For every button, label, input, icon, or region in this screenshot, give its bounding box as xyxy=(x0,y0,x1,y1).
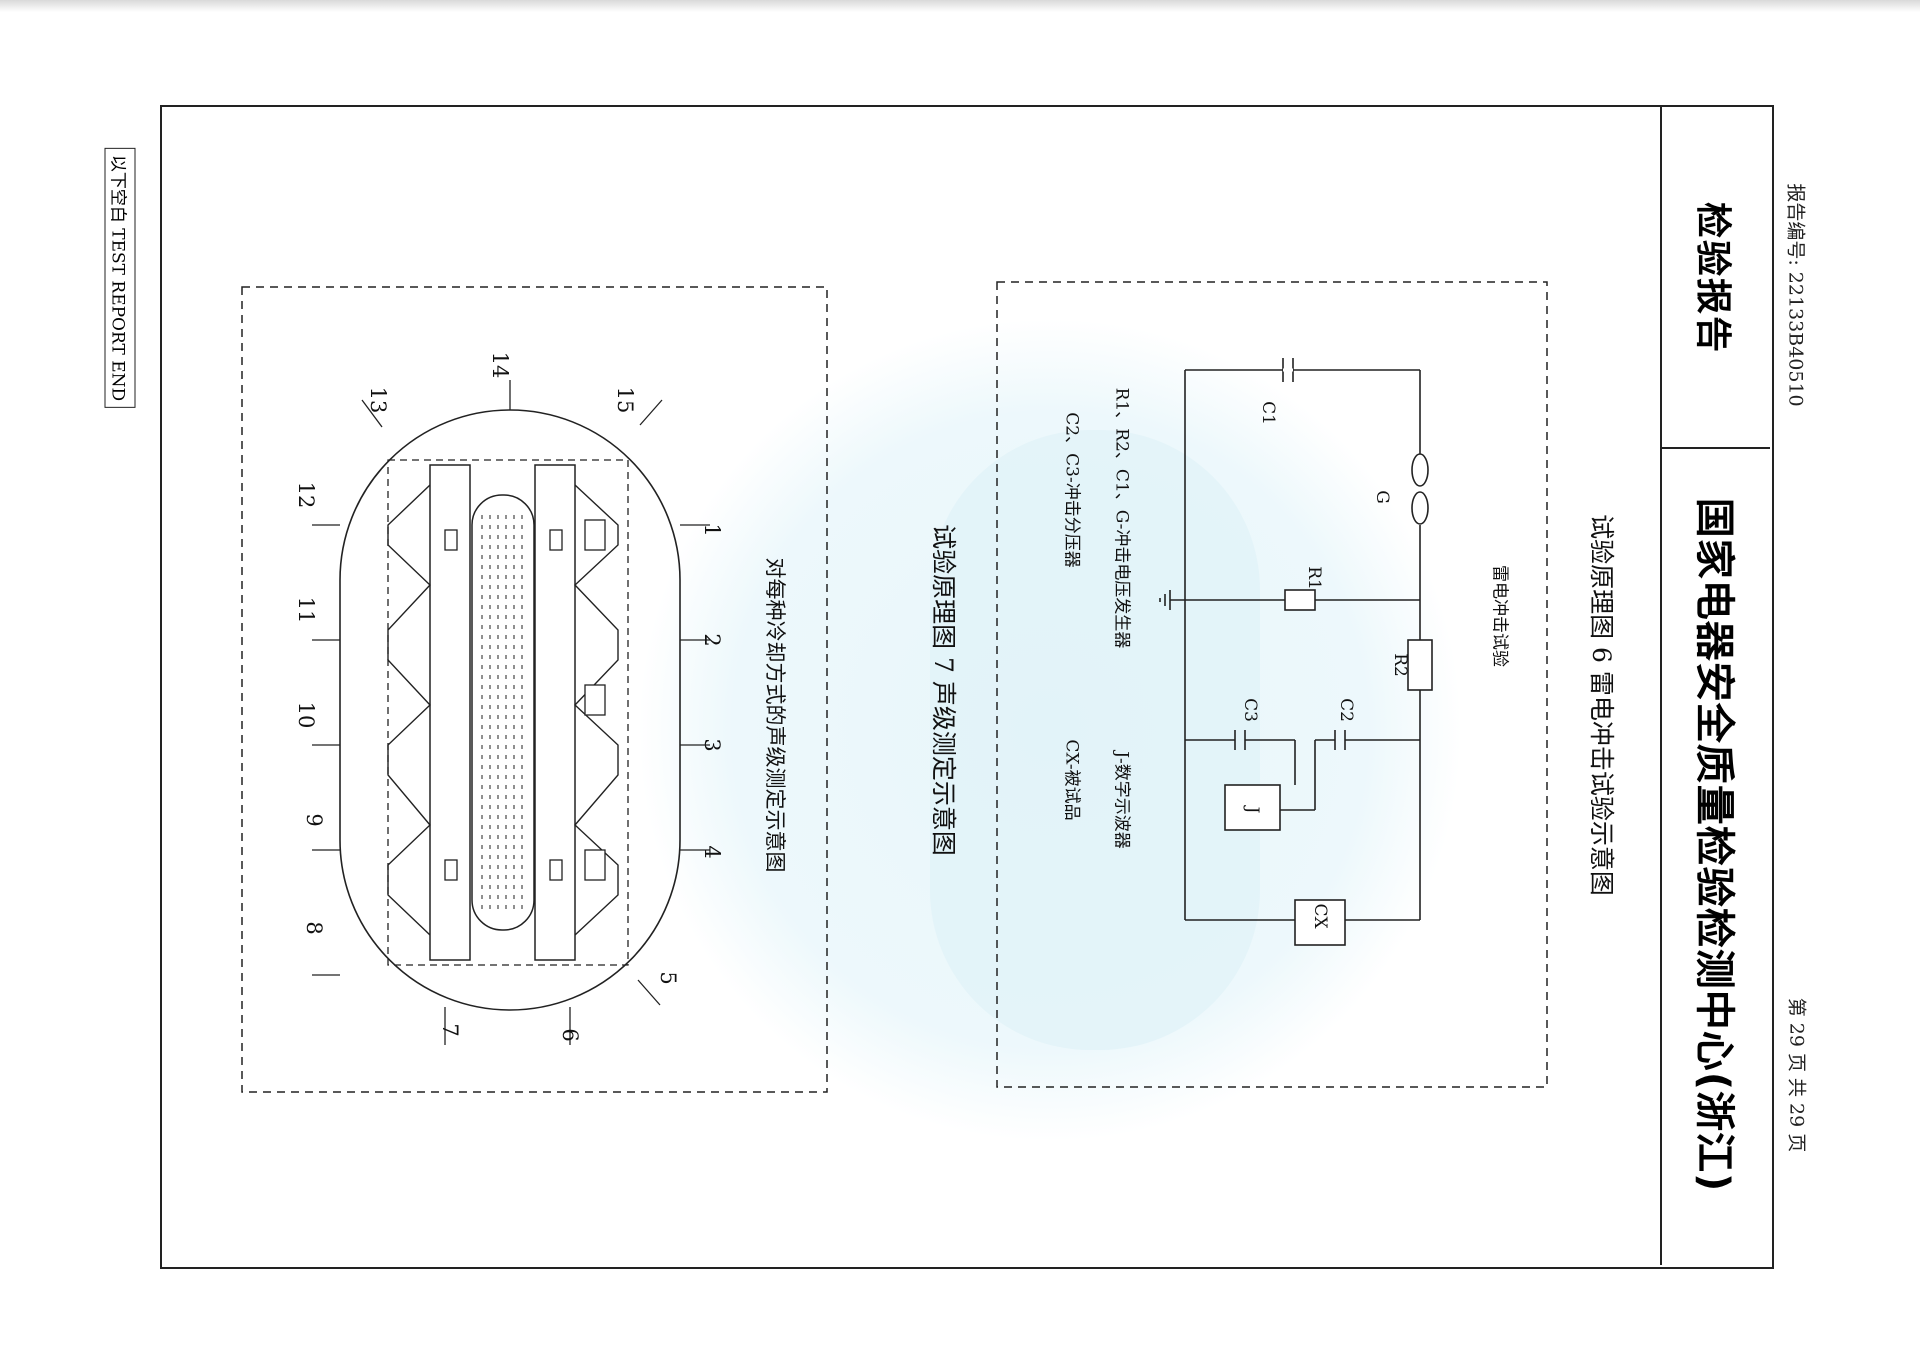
legend-divider: C2、C3-冲击分压器 xyxy=(1061,412,1082,568)
report-number: 报告编号: 22133B40510 xyxy=(1784,183,1807,407)
legend-generator: R1、R2、C1、G-冲击电压发生器 xyxy=(1111,387,1132,649)
point-6: 6 xyxy=(558,1028,582,1042)
point-1: 1 xyxy=(700,523,724,537)
figure6-diagram xyxy=(996,281,1548,1088)
label-c3: C3 xyxy=(1240,698,1260,722)
point-9: 9 xyxy=(302,813,326,827)
test-report-end-marker: 以下空白 TEST REPORT END xyxy=(104,147,136,409)
capacitor-c3 xyxy=(1234,730,1246,750)
figure7-caption: 对每种冷却方式的声级测定示意图 xyxy=(763,557,787,873)
page-frame xyxy=(160,105,1774,1269)
page-info: 第 29 页 共 29 页 xyxy=(1785,997,1808,1153)
point-7: 7 xyxy=(438,1023,462,1037)
figure6-subtitle: 雷电冲击试验 xyxy=(1489,565,1510,667)
scan-edge xyxy=(0,0,1920,12)
radiator-fans xyxy=(444,519,606,881)
capacitor-c1 xyxy=(1282,358,1294,382)
label-c2: C2 xyxy=(1336,698,1356,722)
point-5: 5 xyxy=(656,971,680,985)
label-r1: R1 xyxy=(1304,566,1324,590)
ground-symbol xyxy=(1159,590,1171,610)
winding-grid xyxy=(481,515,523,915)
report-title: 检验报告 xyxy=(1692,201,1733,355)
label-cx: CX xyxy=(1310,903,1330,929)
label-c1: C1 xyxy=(1258,401,1278,425)
point-10: 10 xyxy=(294,701,318,729)
circuit-lines xyxy=(1170,369,1421,921)
legend-oscilloscope: J-数字示波器 xyxy=(1111,751,1132,849)
resistor-r1 xyxy=(1284,589,1316,611)
figure6-title: 试验原理图 6 雷电冲击试验示意图 xyxy=(1587,514,1616,896)
measurement-ticks xyxy=(312,380,710,1045)
organization-name: 国家电器安全质量检验检测中心(浙江) xyxy=(1691,497,1737,1193)
figure7-title: 试验原理图 7 声级测定示意图 xyxy=(929,524,958,856)
point-4: 4 xyxy=(700,845,724,859)
transformer-body xyxy=(429,464,576,961)
point-15: 15 xyxy=(613,386,637,414)
test-object-cx xyxy=(1294,899,1346,946)
point-3: 3 xyxy=(700,738,724,752)
reference-contour xyxy=(387,459,629,966)
point-11: 11 xyxy=(294,596,318,624)
header-divider xyxy=(1660,447,1770,449)
header-band xyxy=(1660,105,1774,1265)
point-14: 14 xyxy=(488,351,512,379)
figure7-diagram xyxy=(241,286,828,1093)
radiators xyxy=(387,484,619,936)
label-g: G xyxy=(1372,490,1392,504)
label-j: J xyxy=(1242,806,1262,814)
point-13: 13 xyxy=(366,386,390,414)
oscilloscope-j xyxy=(1224,784,1281,831)
point-8: 8 xyxy=(302,921,326,935)
resistor-r2 xyxy=(1407,639,1433,691)
point-12: 12 xyxy=(294,481,318,509)
spark-gap-g xyxy=(1411,453,1429,525)
legend-test-object: CX-被试品 xyxy=(1061,739,1082,821)
figure7-frame xyxy=(241,286,828,1093)
figure6-frame xyxy=(996,281,1548,1088)
capacitor-c2 xyxy=(1334,730,1346,750)
point-2: 2 xyxy=(700,633,724,647)
label-r2: R2 xyxy=(1390,653,1410,677)
